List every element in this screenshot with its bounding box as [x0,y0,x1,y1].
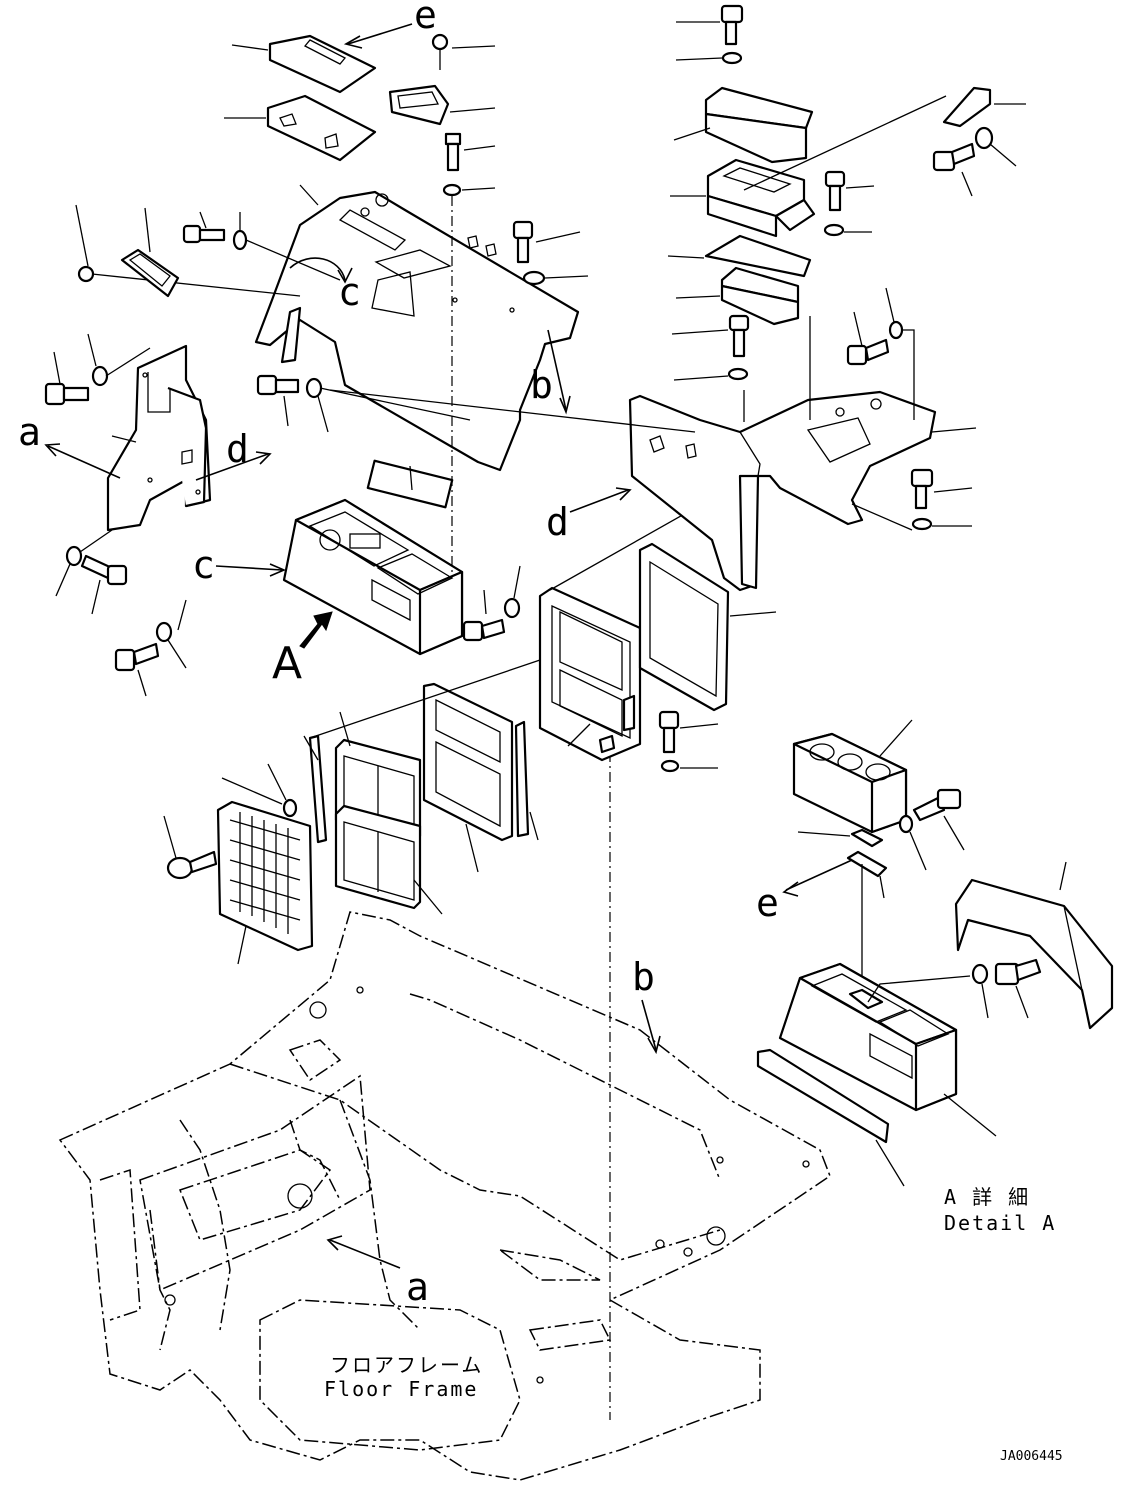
filter-gasket [638,542,777,712]
right-panel-bolt-upper [846,311,890,366]
bracket-washer [974,126,1017,167]
switch-bezel [388,84,496,126]
duct-adapter [670,95,947,238]
bracket-bolt [932,142,976,197]
left-panel-bolt-bottom [114,642,160,697]
ref-arrow-c-upper: c [289,257,361,314]
ref-arrow-a-upper: a [18,410,121,479]
ref-label-b-lower: b [632,955,655,999]
detail-washer-lower [971,963,989,1019]
left-panel-washer-upper [87,333,151,387]
ref-label-d-left: d [226,427,249,471]
floor-frame-caption: フロアフレーム Floor Frame [324,1353,483,1401]
panel-washer-mid [305,377,471,433]
mid-washer-right [522,270,589,286]
detail-washer [898,814,927,871]
filter-lower [334,804,443,915]
grill-cover [216,800,314,965]
console-washer [503,565,521,619]
floor-title-jp: フロアフレーム [330,1353,483,1377]
filter-case [538,477,749,762]
grill-washer [221,763,298,818]
ref-label-b-upper: b [530,363,553,407]
left-panel-bolt-lower [80,554,128,615]
ref-arrow-e-upper: e [343,0,437,49]
filter-frame [309,659,541,873]
top-right-washer [675,51,743,65]
detail-title-en: Detail A [944,1211,1056,1235]
ref-label-c-lower: c [192,543,215,587]
duct-lower-washer [673,367,749,381]
ref-arrow-a-lower: a [326,1235,429,1309]
left-top-screw [75,204,301,297]
right-panel-bolt-lower [910,468,973,510]
view-arrow-A: A [272,611,333,689]
ref-label-c-upper: c [338,270,361,314]
grill-knob [163,815,218,880]
duct-lower-bolt [671,314,750,358]
floor-frame [58,911,831,1481]
ref-label-e-lower: e [756,881,779,925]
console-box [282,459,464,656]
ref-arrow-d-left: d [195,427,272,481]
left-top-bolt [182,211,226,244]
right-main-panel [329,316,977,592]
washer-top-center [442,183,496,197]
top-screw [431,33,496,70]
detail-trim-strip [756,1048,905,1187]
duct-seal [667,234,812,278]
ref-label-d-right: d [546,500,569,544]
top-right-bolt [676,4,744,46]
ref-arrow-d-right: d [546,487,632,544]
detail-bolt [912,788,965,851]
ref-arrow-c-lower: c [192,543,287,587]
panel-bolt-mid [256,374,300,427]
case-washer [660,759,718,773]
bolt-top-center [444,132,496,172]
cup-holder [792,719,913,834]
right-panel-washer-upper [885,287,915,420]
bracket-small [942,86,1026,128]
view-label-A: A [272,638,302,689]
floor-title-en: Floor Frame [324,1377,478,1401]
case-bolt [658,710,719,754]
ref-arrow-e-lower: e [756,859,853,925]
detail-bolt-lower [994,958,1042,1019]
main-upper-panel [254,184,580,472]
detail-a-caption: A 詳 細 Detail A [944,1185,1056,1235]
right-washer-upper [823,223,872,237]
left-panel-bolt-upper [44,351,90,406]
side-cover [954,861,1114,1030]
detail-title-jp: A 詳 細 [944,1185,1030,1209]
left-top-switch [120,207,180,298]
console-bolt [462,589,506,642]
right-panel-washer-lower [851,503,972,531]
ref-arrow-b-upper: b [530,329,571,415]
ref-arrow-b-lower: b [632,955,661,1055]
upper-cover-plate [231,34,377,94]
left-panel-washer-bottom [155,599,187,669]
ref-label-e-upper: e [414,0,437,37]
left-side-panel [106,344,212,532]
seal-strip-right [514,720,539,841]
duct-upper [673,86,814,164]
left-panel-washer-lower [55,529,113,597]
lower-cover-plate [224,94,377,162]
drawing-code: JA006445 [1000,1449,1063,1464]
ref-label-a-upper: a [18,410,41,454]
mid-bolt-right [512,220,581,264]
ref-label-a-lower: a [406,1265,429,1309]
duct-lower [675,266,800,326]
right-bolt-upper [824,170,875,212]
detail-clip [797,828,884,848]
left-top-washer [232,212,341,281]
detail-console [778,962,997,1137]
